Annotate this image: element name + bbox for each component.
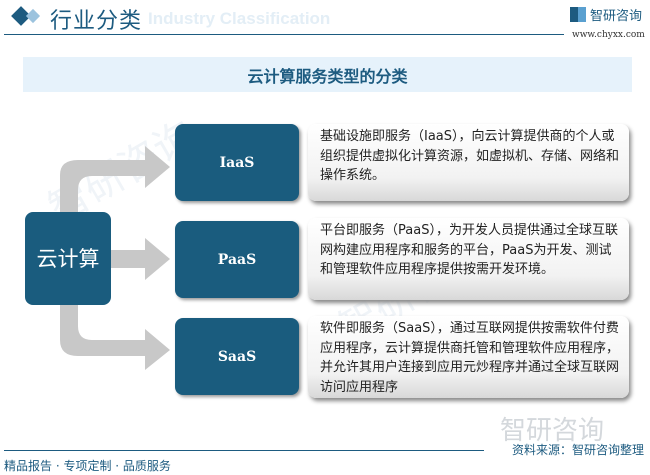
site-url: www.chyxx.com <box>572 30 645 40</box>
node-saas: SaaS <box>175 318 299 395</box>
logo-text: 智研咨询 <box>590 9 643 24</box>
footer-divider <box>4 450 484 451</box>
logo-icon <box>570 7 586 22</box>
footer-slogan: 精品报告 · 专项定制 · 品质服务 <box>4 459 171 473</box>
node-paas: PaaS <box>175 221 299 298</box>
node-iaas: IaaS <box>175 124 299 201</box>
root-node: 云计算 <box>25 212 111 305</box>
arrow-iaas <box>60 146 170 212</box>
desc-paas: 平台即服务（PaaS），为开发人员提供通过全球互联网构建应用程序和服务的平台，P… <box>308 218 629 300</box>
header-divider <box>4 34 564 35</box>
logo: 智研咨询 <box>570 5 642 24</box>
desc-iaas: 基础设施即服务（IaaS），向云计算提供商的个人或组织提供虚拟化计算资源，如虚拟… <box>308 124 629 201</box>
source-note: 资料来源：智研咨询整理 <box>511 443 644 457</box>
diagram-title: 云计算服务类型的分类 <box>23 57 632 92</box>
desc-saas: 软件即服务（SaaS），通过互联网提供按需软件付费应用程序，云计算提供商托管和管… <box>308 316 629 398</box>
footer-logo-watermark: 智研咨询 <box>500 416 605 446</box>
page-title: 行业分类 <box>50 9 143 34</box>
arrow-paas <box>111 238 170 280</box>
header-watermark: Industry Classification <box>148 9 331 28</box>
arrow-saas <box>60 305 170 370</box>
